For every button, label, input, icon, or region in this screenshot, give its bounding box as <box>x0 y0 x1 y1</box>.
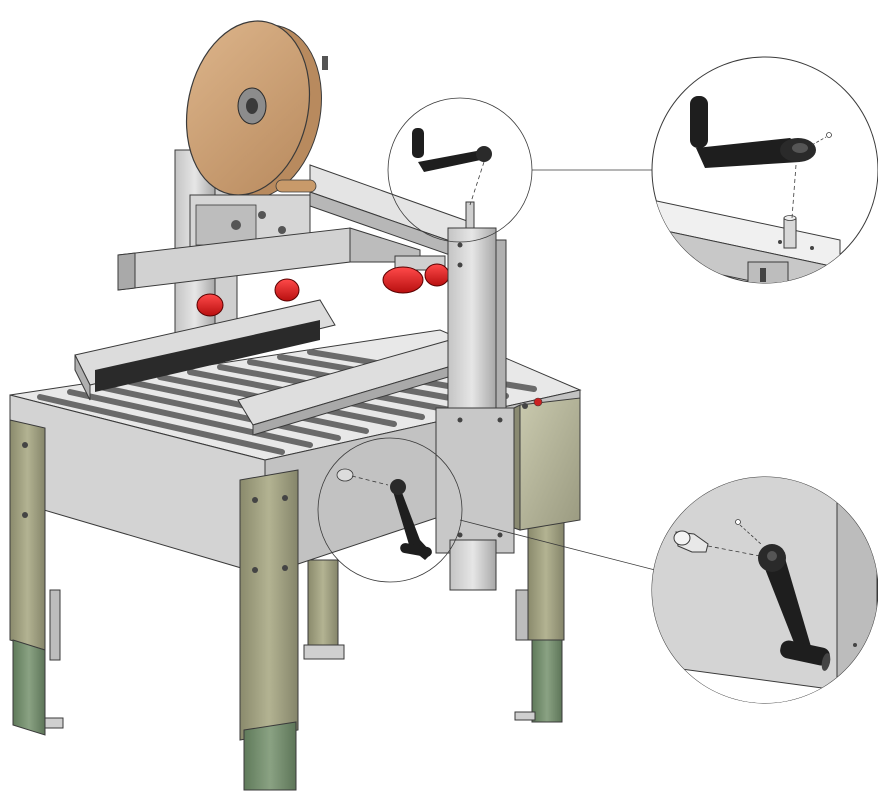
side-crank-handle <box>336 468 432 560</box>
front-leg-center <box>239 469 299 791</box>
leader-lines <box>459 169 656 571</box>
rear-leg-left <box>303 559 345 660</box>
crank-handle-icon <box>690 96 816 168</box>
detail-ring-side-small <box>317 437 463 583</box>
screw-icon <box>811 132 832 146</box>
callout-top-crank <box>651 56 878 284</box>
crank-handle-icon-side <box>758 544 831 671</box>
bolt-icon <box>673 530 709 553</box>
upper-carriage <box>117 227 446 291</box>
front-leg-left <box>9 419 64 736</box>
upper-column-right <box>435 201 515 591</box>
rear-leg-right <box>514 519 565 723</box>
tape-roll <box>185 20 328 200</box>
callout-side-crank <box>651 476 878 704</box>
case-sealer-machine <box>9 20 582 791</box>
screw-icon-side <box>735 519 763 546</box>
side-belt-drive <box>74 299 336 401</box>
top-crank-handle <box>412 128 492 206</box>
control-box <box>513 397 581 531</box>
